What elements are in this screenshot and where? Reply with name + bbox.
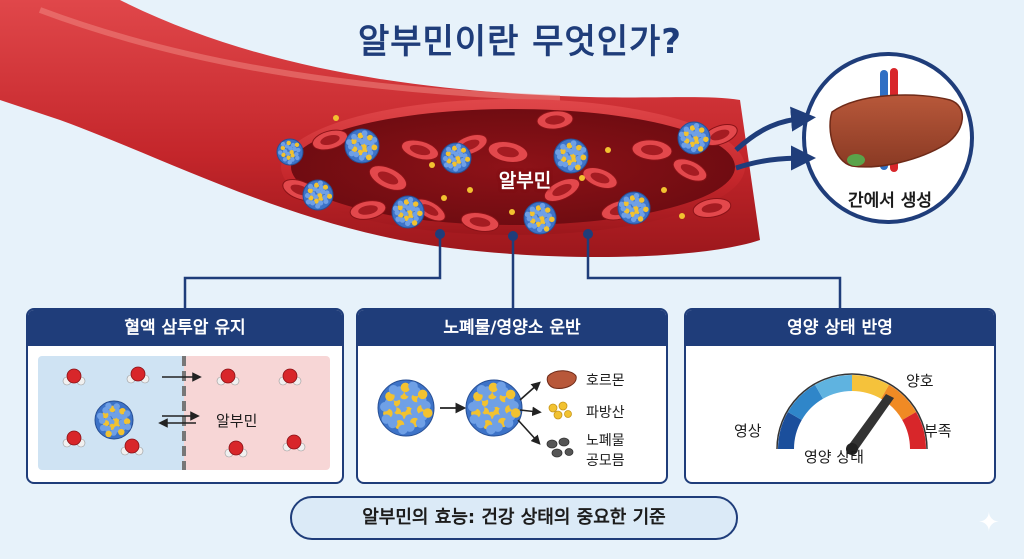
footer-summary: 알부민의 효능: 건강 상태의 중요한 기준 — [290, 496, 738, 540]
gauge-left-label: 영상 — [734, 422, 762, 440]
nutrient-particle — [429, 162, 435, 168]
gauge-top-label: 양호 — [906, 372, 934, 390]
fatty-acid-icon — [548, 401, 572, 420]
albumin-loaded-icon — [465, 379, 523, 437]
red-blood-cell — [672, 158, 708, 182]
red-blood-cell — [487, 141, 529, 163]
vessel-contents — [276, 110, 738, 235]
water-molecule-icon — [224, 440, 248, 458]
albumin-particle — [344, 128, 380, 164]
nutrient-particle — [441, 195, 447, 201]
panel-heading: 혈액 삼투압 유지 — [28, 310, 342, 346]
nutrient-particle — [333, 115, 339, 121]
albumin-particle — [440, 142, 472, 174]
connector-dot-middle — [508, 231, 518, 241]
water-molecules — [62, 366, 306, 458]
red-blood-cell — [631, 139, 673, 161]
albumin-label: 알부민 — [216, 412, 258, 430]
item-waste: 노폐물 — [586, 433, 625, 449]
water-molecule-icon — [62, 368, 86, 386]
arrow-to-liver-bottom — [735, 145, 816, 171]
nutrient-particle — [679, 213, 685, 219]
liver-inset — [802, 52, 974, 224]
connector-lines — [183, 234, 842, 308]
gauge-hub — [846, 443, 858, 455]
red-blood-cell — [543, 178, 581, 202]
nutrient-particle — [467, 187, 473, 193]
red-blood-cell — [692, 198, 732, 218]
gauge-segment — [851, 375, 889, 399]
item-fatty-acid: 파방산 — [586, 405, 625, 421]
gauge-right-label: 부족 — [924, 422, 952, 440]
panel-nutrition: 영양 상태 반영 영상 양호 부족 영양 상태 — [684, 308, 996, 484]
panel-heading: 영양 상태 반영 — [686, 310, 994, 346]
connector-dot-left — [435, 229, 445, 239]
waste-icon — [546, 437, 574, 458]
transport-illustration — [377, 370, 577, 458]
nutrient-particle — [509, 209, 515, 215]
nutrient-particle — [661, 187, 667, 193]
branch-arrow-waste — [517, 419, 541, 445]
nutrient-particle — [605, 147, 611, 153]
gallbladder-icon — [847, 154, 865, 166]
red-blood-cell — [401, 139, 439, 161]
gauge-segment — [815, 375, 853, 399]
water-molecule-icon — [282, 434, 306, 452]
gauge-segment — [880, 384, 917, 421]
branch-arrow-hormone — [519, 381, 541, 401]
liver-label: 간에서 생성 — [847, 191, 933, 211]
panel-transport: 노폐물/영양소 운반 호르몬 파방산 노폐물 공모믐 — [356, 308, 668, 484]
red-blood-cell — [582, 167, 618, 189]
albumin-particle — [276, 138, 304, 166]
albumin-sphere — [94, 400, 134, 440]
water-molecule-icon — [278, 368, 302, 386]
nutrient-particle — [579, 175, 585, 181]
liver-icon — [829, 94, 964, 168]
branch-arrow-fatty-acid — [519, 406, 542, 417]
albumin-sphere — [465, 379, 523, 437]
albumin-particle — [302, 179, 334, 211]
item-waste-2: 공모믐 — [586, 453, 625, 469]
arrow-to-liver-top — [734, 106, 816, 152]
osmosis-illustration — [38, 356, 330, 470]
gauge-segment — [787, 384, 824, 421]
connector-dot-right — [583, 229, 593, 239]
albumin-particle — [617, 191, 651, 225]
gauge-needle — [848, 394, 894, 452]
red-blood-cell — [368, 165, 408, 191]
water-molecule-icon — [126, 366, 150, 384]
vessel-albumin-label: 알부민 — [498, 170, 552, 192]
hormone-icon — [546, 370, 577, 389]
panel-heading: 노폐물/영양소 운반 — [358, 310, 666, 346]
item-hormone: 호르몬 — [586, 373, 625, 389]
albumin-particle — [677, 121, 711, 155]
albumin-particle — [523, 201, 557, 235]
albumin-particle — [553, 138, 589, 174]
sparkle-icon: ✦ — [978, 508, 1000, 538]
albumin-molecule-icon — [377, 379, 435, 437]
red-blood-cell — [349, 200, 387, 220]
gauge-segment — [902, 412, 926, 450]
gauge-segment — [778, 412, 802, 450]
page-title: 알부민이란 무엇인가? — [357, 22, 683, 62]
gauge-bottom-label: 영양 상태 — [804, 448, 864, 466]
albumin-sphere — [377, 379, 435, 437]
albumin-molecule-icon — [94, 400, 134, 440]
red-blood-cell — [460, 212, 500, 232]
water-molecule-icon — [62, 430, 86, 448]
gauge-arc — [776, 373, 928, 450]
albumin-particle — [391, 195, 425, 229]
panel-osmotic-pressure: 혈액 삼투압 유지 알부민 — [26, 308, 344, 484]
nutrition-gauge — [776, 373, 928, 455]
water-molecule-icon — [216, 368, 240, 386]
gauge-outline — [776, 373, 928, 450]
red-blood-cell — [311, 129, 349, 151]
water-molecule-icon — [120, 438, 144, 456]
red-blood-cell — [536, 110, 574, 130]
